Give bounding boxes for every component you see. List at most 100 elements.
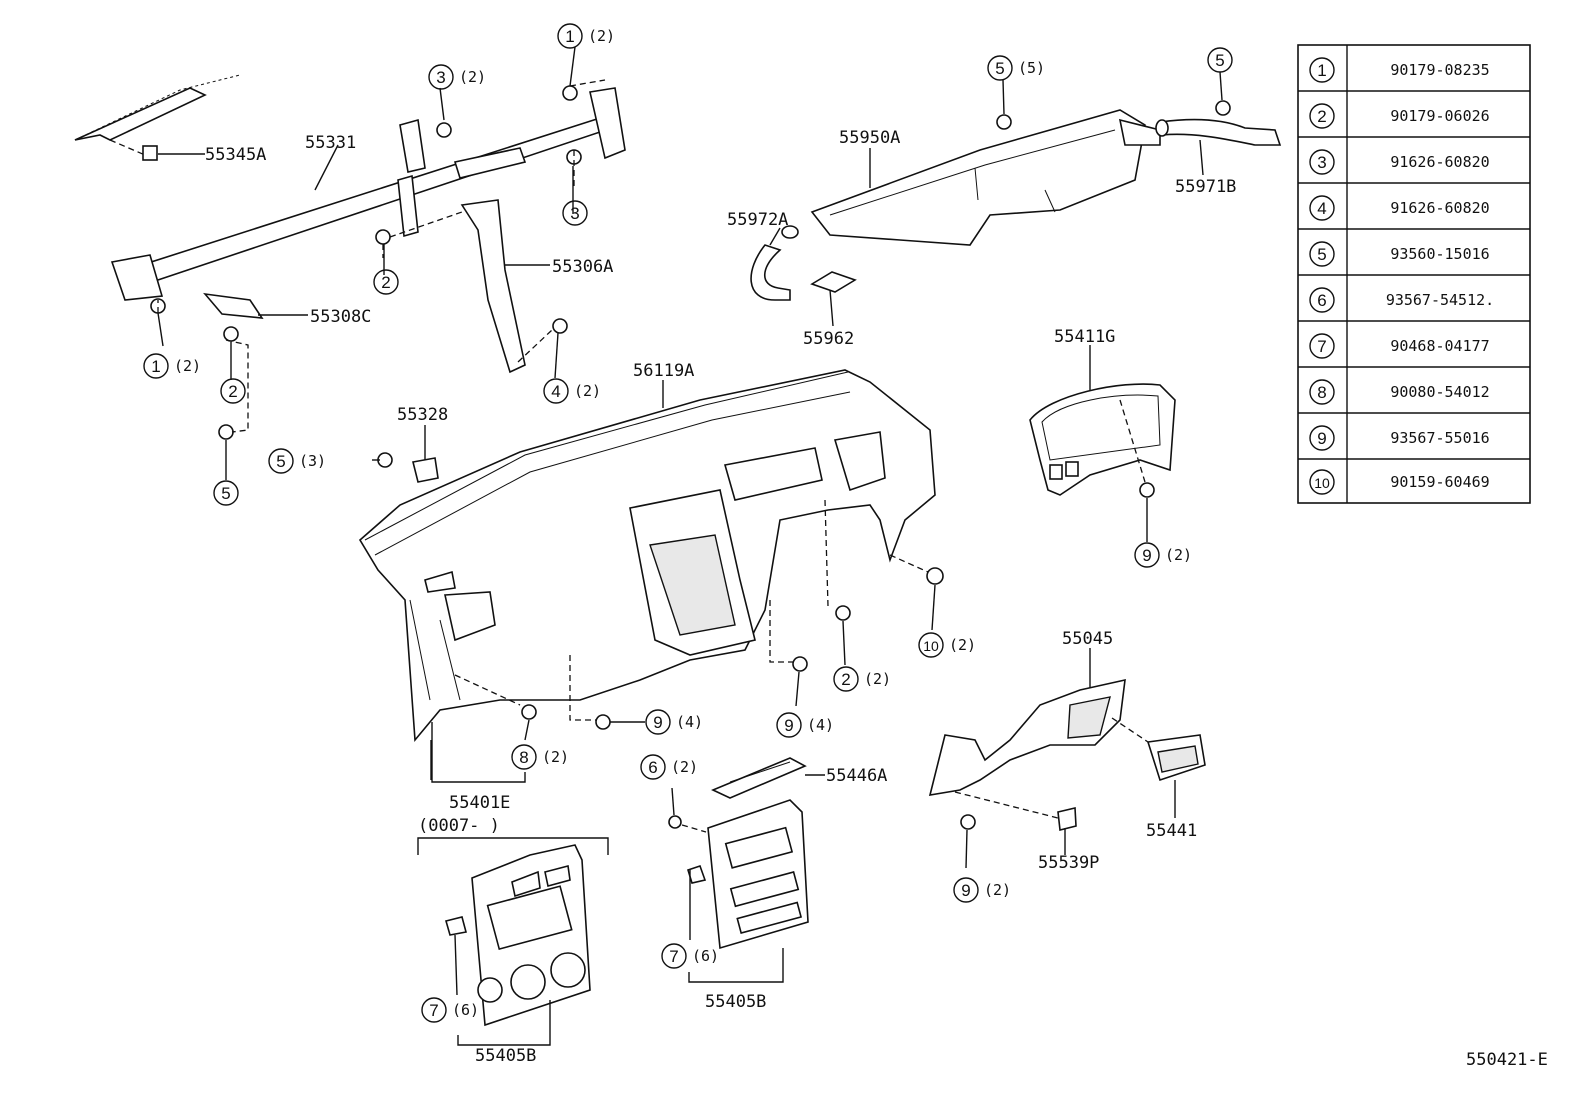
callout-c2-mid: 2	[373, 269, 399, 295]
label-55045: 55045	[1062, 629, 1113, 649]
callout-c1-left: 1 (2)	[143, 353, 201, 379]
callout-c4: 4 (2)	[543, 378, 601, 404]
label-55441: 55441	[1146, 821, 1197, 841]
date-range-label: (0007- )	[418, 816, 500, 836]
svg-text:90159-60469: 90159-60469	[1390, 473, 1489, 491]
svg-text:9: 9	[1317, 429, 1326, 448]
svg-text:6: 6	[648, 758, 657, 777]
callout-c9-cluster: 9 (2)	[1134, 542, 1192, 568]
svg-text:(2): (2)	[1165, 546, 1192, 564]
table-row: 7 90468-04177	[1309, 333, 1490, 359]
svg-text:8: 8	[1317, 383, 1326, 402]
callout-c9-dash-b: 9 (4)	[776, 712, 834, 738]
callout-c5-left: 5	[213, 480, 239, 506]
label-55331: 55331	[305, 133, 356, 153]
callout-c10: 10 (2)	[918, 632, 976, 658]
svg-text:5: 5	[995, 59, 1004, 78]
label-55328: 55328	[397, 405, 448, 425]
svg-text:2: 2	[841, 670, 850, 689]
svg-text:(2): (2)	[174, 357, 201, 375]
svg-text:(4): (4)	[807, 716, 834, 734]
callout-c1-top: 1 (2)	[557, 23, 615, 49]
svg-text:(6): (6)	[692, 947, 719, 965]
svg-text:1: 1	[565, 27, 574, 46]
table-row: 1 90179-08235	[1309, 57, 1490, 83]
svg-text:10: 10	[923, 638, 939, 654]
callout-c8: 8 (2)	[511, 744, 569, 770]
callout-c5-duct: 5 (5)	[987, 55, 1045, 81]
svg-text:90179-06026: 90179-06026	[1390, 107, 1489, 125]
svg-text:(2): (2)	[864, 670, 891, 688]
svg-text:2: 2	[1317, 107, 1326, 126]
svg-text:(2): (2)	[588, 27, 615, 45]
label-55405B-left: 55405B	[475, 1046, 536, 1066]
table-row: 5 93560-15016	[1309, 241, 1490, 267]
svg-text:9: 9	[653, 713, 662, 732]
label-55950A: 55950A	[839, 128, 900, 148]
svg-text:(2): (2)	[459, 68, 486, 86]
svg-text:6: 6	[1317, 291, 1326, 310]
table-row: 8 90080-54012	[1309, 379, 1490, 405]
table-row: 4 91626-60820	[1309, 195, 1490, 221]
svg-text:9: 9	[784, 716, 793, 735]
svg-text:(4): (4)	[676, 713, 703, 731]
svg-text:4: 4	[1317, 199, 1326, 218]
svg-text:8: 8	[519, 748, 528, 767]
svg-text:90468-04177: 90468-04177	[1390, 337, 1489, 355]
drawing-code: 550421-E	[1466, 1050, 1548, 1070]
svg-text:7: 7	[429, 1001, 438, 1020]
svg-text:(2): (2)	[949, 636, 976, 654]
svg-text:90080-54012: 90080-54012	[1390, 383, 1489, 401]
label-55306A: 55306A	[552, 257, 613, 277]
label-55962: 55962	[803, 329, 854, 349]
svg-text:2: 2	[228, 382, 237, 401]
label-55405B-right: 55405B	[705, 992, 766, 1012]
svg-text:(2): (2)	[574, 382, 601, 400]
part-labels: 55345A 55331 55306A 55308C 55328 56119A …	[205, 128, 1548, 1070]
svg-text:7: 7	[669, 947, 678, 966]
svg-text:(2): (2)	[984, 881, 1011, 899]
svg-text:2: 2	[381, 273, 390, 292]
svg-text:90179-08235: 90179-08235	[1390, 61, 1489, 79]
svg-text:5: 5	[221, 484, 230, 503]
callout-c7-left: 7 (6)	[421, 997, 479, 1023]
svg-text:(6): (6)	[452, 1001, 479, 1019]
callout-c3-mid: 3	[562, 200, 588, 226]
svg-text:(5): (5)	[1018, 59, 1045, 77]
table-row: 9 93567-55016	[1309, 425, 1490, 451]
svg-text:(3): (3)	[299, 452, 326, 470]
callout-c7-right: 7 (6)	[661, 943, 719, 969]
reference-table: 1 90179-08235 2 90179-06026 3 91626-6082…	[1297, 44, 1531, 504]
callout-c9-dash-a: 9 (4)	[645, 709, 703, 735]
callout-c2-dash: 2 (2)	[833, 666, 891, 692]
svg-text:91626-60820: 91626-60820	[1390, 153, 1489, 171]
svg-text:91626-60820: 91626-60820	[1390, 199, 1489, 217]
svg-text:10: 10	[1314, 475, 1330, 491]
callout-c9-lower: 9 (2)	[953, 877, 1011, 903]
table-row: 2 90179-06026	[1309, 103, 1490, 129]
svg-text:5: 5	[276, 452, 285, 471]
callout-c5-55971: 5	[1207, 47, 1233, 73]
label-55539P: 55539P	[1038, 853, 1099, 873]
svg-text:1: 1	[1317, 61, 1326, 80]
svg-text:7: 7	[1317, 337, 1326, 356]
svg-text:1: 1	[151, 357, 160, 376]
label-55446A: 55446A	[826, 766, 887, 786]
table-row: 10 90159-60469	[1309, 469, 1490, 495]
svg-text:9: 9	[961, 881, 970, 900]
svg-text:3: 3	[570, 204, 579, 223]
svg-text:93567-55016: 93567-55016	[1390, 429, 1489, 447]
table-row: 6 93567-54512.	[1309, 287, 1494, 313]
callouts: 1 (2) 3 (2) 3 2 1 (2) 2 5	[143, 23, 1233, 1023]
svg-text:(2): (2)	[542, 748, 569, 766]
label-55972A: 55972A	[727, 210, 788, 230]
label-55971B: 55971B	[1175, 177, 1236, 197]
label-55308C: 55308C	[310, 307, 371, 327]
label-55345A: 55345A	[205, 145, 266, 165]
label-56119A: 56119A	[633, 361, 694, 381]
svg-text:9: 9	[1142, 546, 1151, 565]
table-row: 3 91626-60820	[1309, 149, 1490, 175]
svg-text:4: 4	[551, 382, 560, 401]
